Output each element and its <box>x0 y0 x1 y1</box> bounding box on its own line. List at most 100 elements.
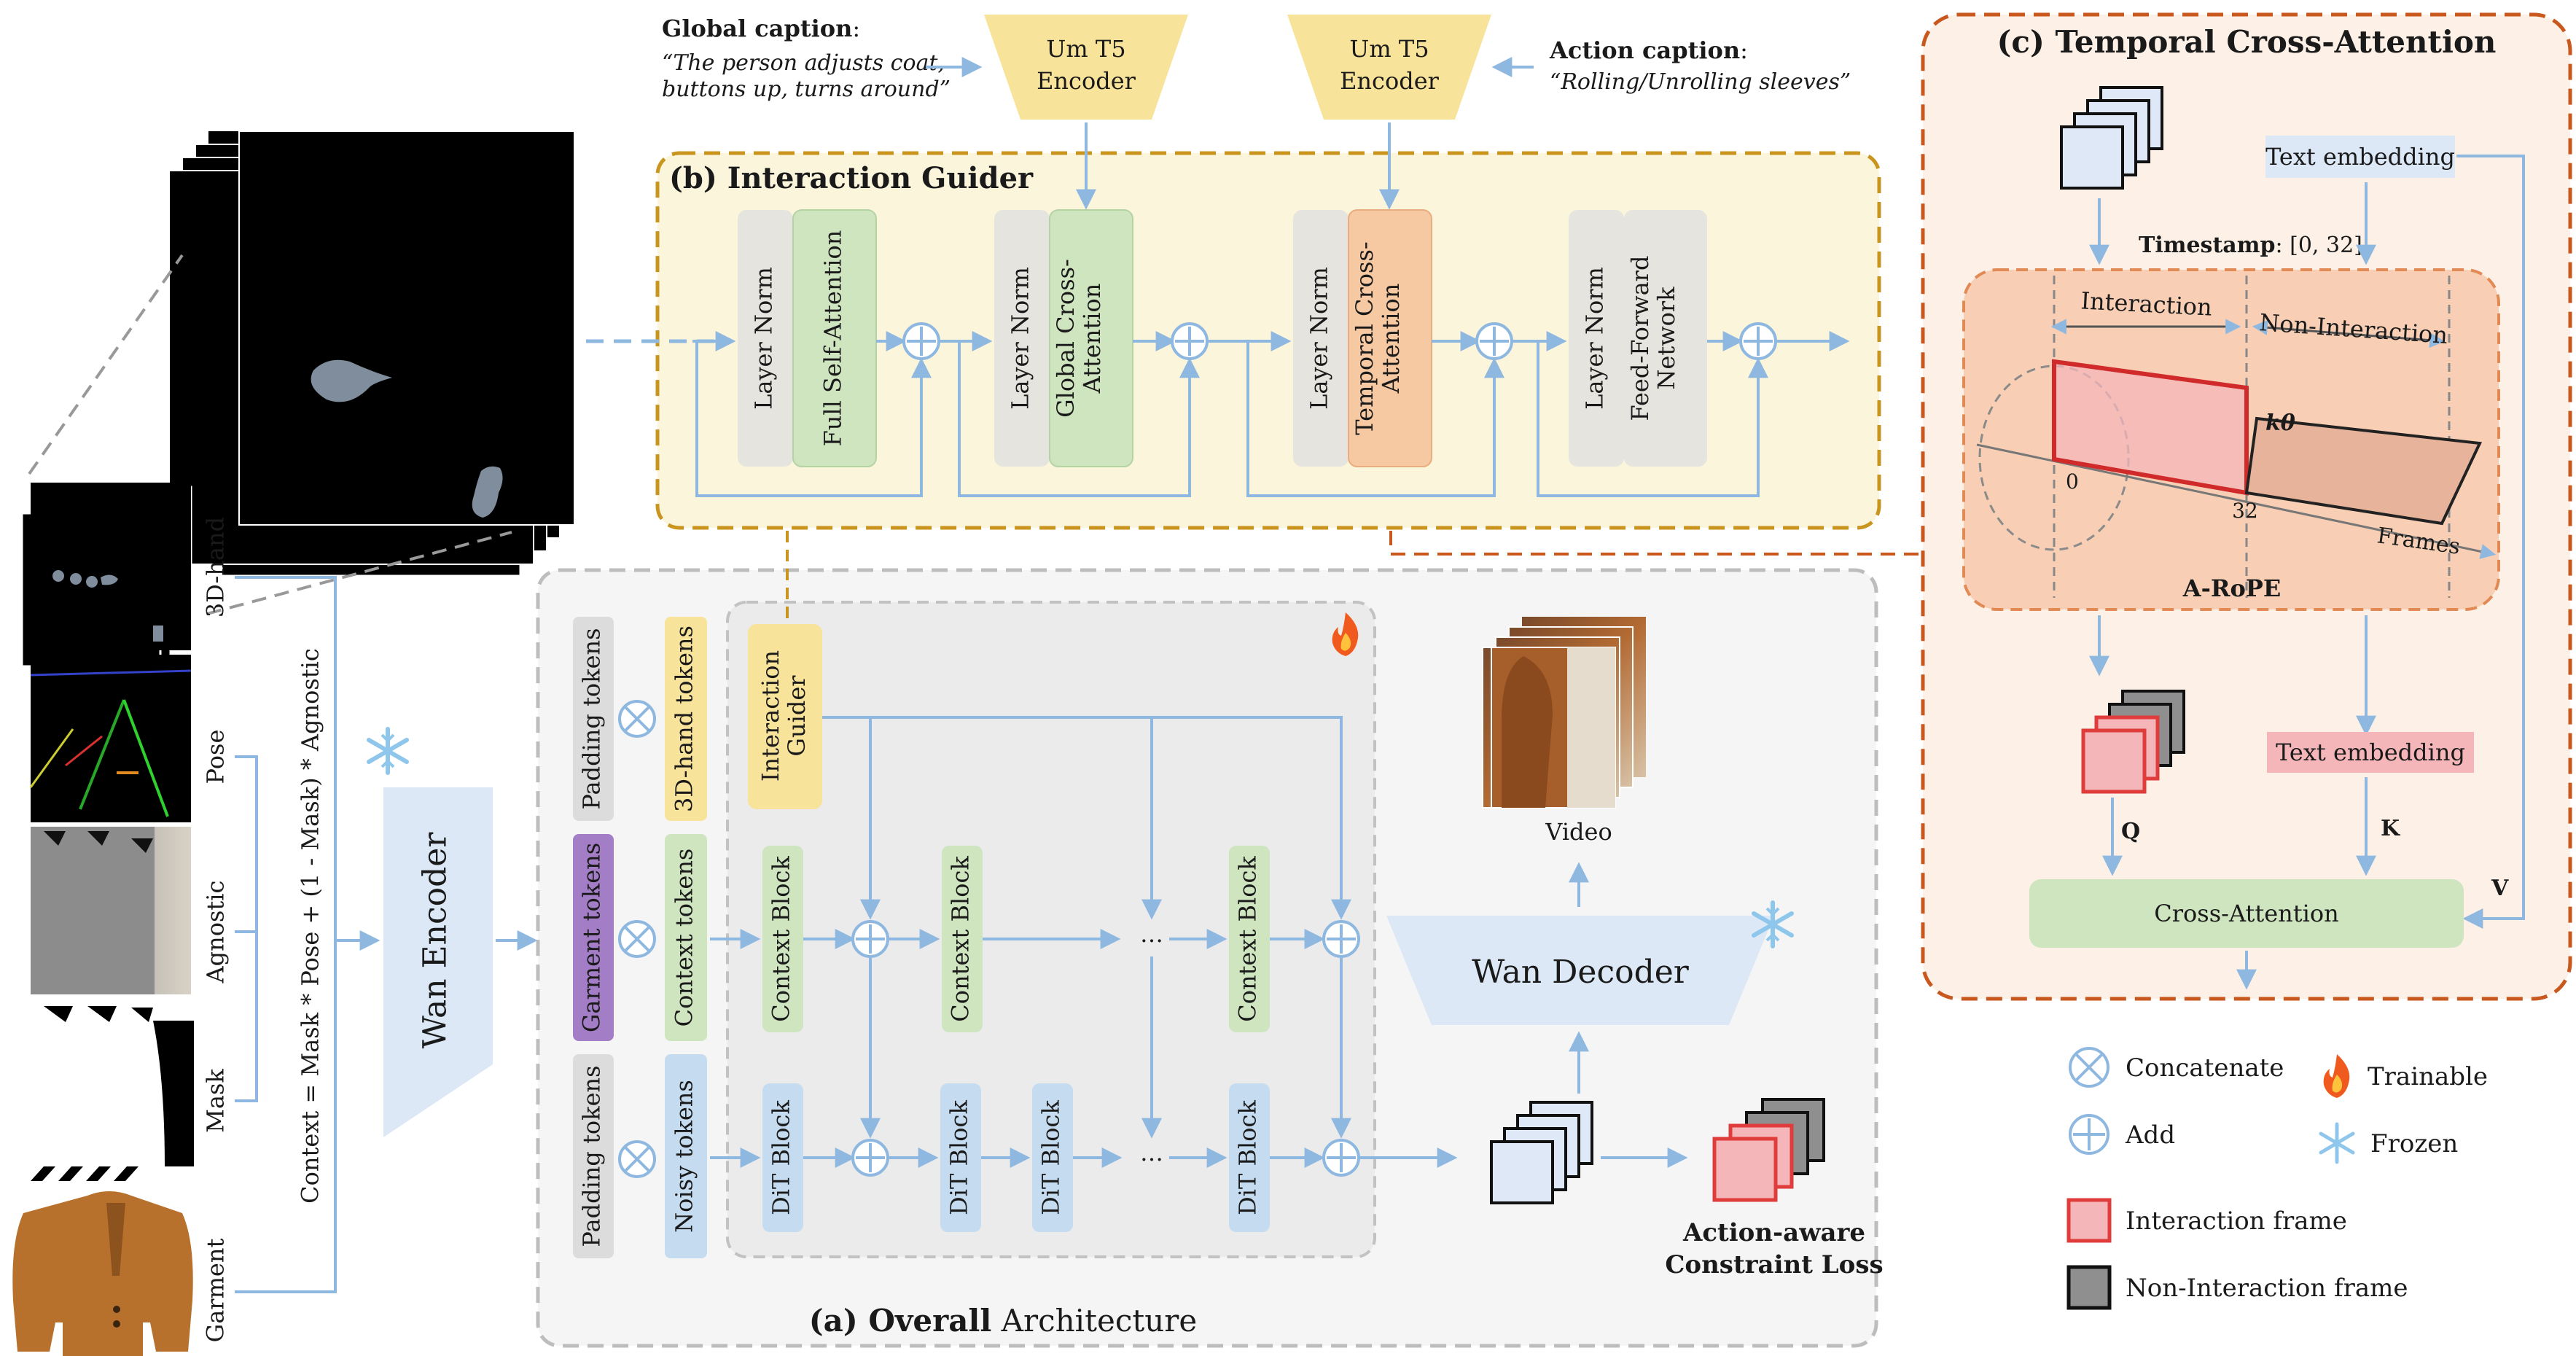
snowflake-icon <box>2319 1122 2355 1164</box>
svg-text:“The person adjusts coat,: “The person adjusts coat, <box>662 50 945 76</box>
svg-text:Action caption:: Action caption: <box>1549 36 1748 64</box>
legend-interaction-frame: Interaction frame <box>2126 1207 2347 1236</box>
svg-text:DiT Block: DiT Block <box>1037 1100 1065 1215</box>
global-cross-attention-label: Global Cross-Attention <box>1052 259 1106 418</box>
pose-input-stack <box>29 655 192 822</box>
query-frames-stack <box>2060 86 2163 190</box>
dit-block-3 <box>1032 1083 1073 1232</box>
video-label: Video <box>1545 818 1612 846</box>
global-caption: Global caption: “The person adjusts coat… <box>662 15 951 102</box>
layer-norm-2 <box>994 210 1050 467</box>
q-label: Q <box>2121 819 2140 844</box>
svg-text:Padding tokens: Padding tokens <box>578 1065 606 1247</box>
temporal-panel-title: (c) Temporal Cross-Attention <box>1997 24 2497 60</box>
hand-input-stack <box>20 483 192 668</box>
noisy-tokens <box>665 1054 707 1258</box>
overall-architecture-panel: (a) Overall Architecture Padding tokens … <box>536 531 1884 1348</box>
full-self-attention-label: Full Self-Attention <box>819 230 847 447</box>
svg-text:Context Block: Context Block <box>947 856 975 1022</box>
layer-norm-4 <box>1569 210 1624 467</box>
svg-text:Encoder: Encoder <box>1340 67 1440 95</box>
loss-label-line2: Constraint Loss <box>1665 1250 1883 1279</box>
legend-trainable: Trainable <box>2368 1062 2488 1091</box>
wan-decoder-label: Wan Decoder <box>1472 954 1690 991</box>
flame-icon <box>1332 612 1359 656</box>
layer-norm-2-label: Layer Norm <box>1007 267 1034 410</box>
mask-input-stack <box>31 999 194 1166</box>
svg-text:“Rolling/Unrolling sleeves”: “Rolling/Unrolling sleeves” <box>1550 69 1851 95</box>
add-icon <box>1322 920 1360 958</box>
cross-attention-block <box>2029 879 2464 948</box>
text-embedding-bottom-label: Text embedding <box>2276 739 2465 766</box>
svg-text:DiT Block: DiT Block <box>768 1100 795 1215</box>
arope-label: A-RoPE <box>2182 574 2282 602</box>
legend-add: Add <box>2125 1121 2175 1150</box>
legend-concatenate: Concatenate <box>2126 1053 2284 1083</box>
hand-enlarged-frames <box>168 130 575 577</box>
legend-non-interaction-swatch <box>2066 1265 2112 1310</box>
feed-forward-network-block <box>1624 210 1707 467</box>
pose-input-label: Pose <box>202 730 230 784</box>
svg-text:Garment tokens: Garment tokens <box>578 843 606 1032</box>
k-label: K <box>2381 816 2400 841</box>
padding-tokens-bottom <box>573 1054 614 1258</box>
full-self-attention-block <box>792 209 877 467</box>
snowflake-icon <box>367 727 409 775</box>
svg-text:Um T5: Um T5 <box>1349 35 1429 63</box>
svg-text:Um T5: Um T5 <box>1046 35 1125 63</box>
umt5-encoder-global: Um T5 Encoder <box>984 15 1188 120</box>
hand-input-label: 3D-hand <box>202 517 230 617</box>
temporal-cross-attention-block <box>1348 209 1432 467</box>
svg-text:Encoder: Encoder <box>1037 67 1136 95</box>
context-formula: Context = Mask * Pose + (1 - Mask) * Agn… <box>297 648 324 1204</box>
padding-tokens-top <box>573 617 614 821</box>
arope-box: Interaction Non-Interaction kθ 0 32 Fram… <box>1962 268 2500 611</box>
layer-norm-3 <box>1293 210 1349 467</box>
mask-input-label: Mask <box>202 1069 230 1133</box>
svg-text:DiT Block: DiT Block <box>1234 1100 1262 1215</box>
context-block-2 <box>942 846 983 1032</box>
snowflake-icon <box>1752 900 1794 948</box>
text-embedding-top <box>2265 136 2455 178</box>
q-frames-stack <box>2081 690 2185 794</box>
agnostic-input-label: Agnostic <box>202 881 230 984</box>
agnostic-input-stack <box>31 827 191 994</box>
temporal-cross-attention-panel: (c) Temporal Cross-Attention Text embedd… <box>1921 12 2572 1001</box>
concatenate-icon <box>618 700 656 738</box>
concatenate-icon <box>618 920 656 958</box>
wan-encoder-label: Wan Encoder <box>417 832 454 1049</box>
context-ellipsis: … <box>1140 920 1163 948</box>
zero-label: 0 <box>2066 469 2079 494</box>
svg-text:buttons up, turns around”: buttons up, turns around” <box>662 77 951 102</box>
svg-text:InteractionGuider: InteractionGuider <box>757 650 811 782</box>
svg-text:Padding tokens: Padding tokens <box>578 628 606 809</box>
garment-image <box>12 1191 193 1356</box>
svg-text:Context Block: Context Block <box>1234 856 1262 1022</box>
loss-frames-stack <box>1712 1098 1825 1202</box>
garment-input-label: Garment <box>202 1239 230 1343</box>
text-embedding-bottom <box>2267 732 2474 773</box>
layer-norm-4-label: Layer Norm <box>1581 267 1609 410</box>
cross-attention-label: Cross-Attention <box>2154 900 2338 927</box>
interaction-range-label: Interaction <box>2080 287 2213 321</box>
context-tokens <box>665 834 707 1041</box>
flame-icon <box>2323 1054 2350 1098</box>
concatenate-icon <box>618 1140 656 1178</box>
feed-forward-network-label: Feed-ForwardNetwork <box>1626 256 1680 421</box>
legend-non-interaction-frame: Non-Interaction frame <box>2126 1274 2408 1303</box>
global-cross-attention-block <box>1049 209 1133 467</box>
umt5-encoder-action: Um T5 Encoder <box>1287 15 1491 120</box>
action-caption: Action caption: “Rolling/Unrolling sleev… <box>1549 36 1851 95</box>
legend-interaction-swatch <box>2066 1198 2112 1243</box>
wan-decoder: Wan Decoder <box>1386 916 1774 1025</box>
svg-text:Context Block: Context Block <box>768 856 795 1022</box>
context-block-1 <box>762 846 803 1032</box>
mask-stripes <box>31 1166 138 1181</box>
context-block-3 <box>1229 846 1270 1032</box>
add-icon <box>1322 1139 1360 1177</box>
loss-label-line1: Action-aware <box>1682 1218 1865 1247</box>
add-icon <box>851 1139 889 1177</box>
layer-norm-3-label: Layer Norm <box>1305 267 1333 410</box>
wan-encoder: Wan Encoder <box>383 787 493 1137</box>
